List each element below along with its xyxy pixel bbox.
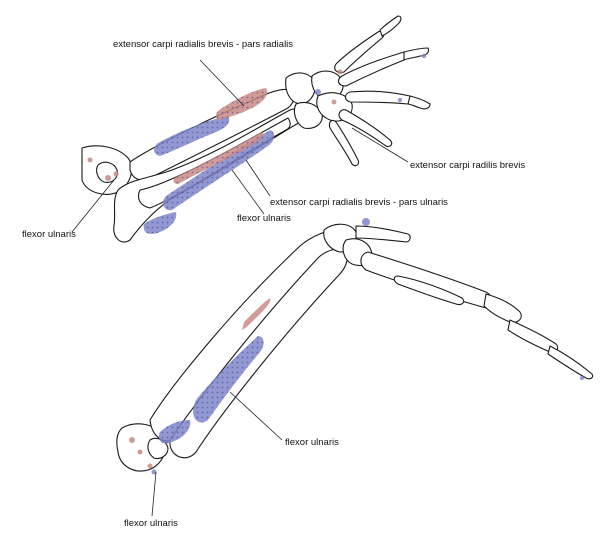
label-flexor-ulnaris-upper-left: flexor ulnaris [22,229,76,240]
upper-forearm-view [81,15,431,243]
leader-flexor-ulnaris-lower-left [151,471,157,517]
carpal-block-1 [285,72,316,105]
humerus-condyle [96,161,118,183]
elbow-attachment-dot-3 [87,157,93,163]
label-ecrb-distal: extensor carpi radilis brevis [410,160,525,171]
lower-digit-blue-dot [580,376,584,380]
labels: extensor carpi radialis brevis - pars ra… [22,39,525,529]
digit-attachment-blue-2 [421,53,427,59]
ecrb-pars-ulnaris-dots [173,132,264,184]
lower-digit-segment-2 [547,345,594,380]
digit-4 [338,109,393,148]
digit-2-tip [403,47,430,61]
flexor-ulnaris-dots-lower-2 [158,420,191,444]
leader-flexor-ulnaris-lower-mid [229,391,283,441]
label-ecrb-pars-radialis: extensor carpi radialis brevis - pars ra… [113,39,293,50]
digit-attachment-blue-1 [397,97,403,103]
flexor-ulnaris-dots-lower [193,336,264,423]
label-flexor-ulnaris-upper-mid: flexor ulnaris [237,213,291,224]
lower-forearm-view [116,218,594,475]
elbow-attachment-dot-2 [113,171,119,177]
flexor-ulnaris-dots-upper-2 [163,130,275,211]
lower-elbow-red-dot-3 [147,463,153,469]
leader-lines [71,59,409,517]
lower-elbow-red-dot-1 [129,437,135,443]
flexor-ulnaris-dots-upper-3 [143,212,177,234]
leader-ecrb-pars-ulnaris [245,159,271,197]
label-flexor-ulnaris-lower-left: flexor ulnaris [124,518,178,529]
label-ecrb-pars-ulnaris: extensor carpi radialis brevis - pars ul… [270,197,448,208]
lower-elbow-blue-dot [151,469,157,475]
elbow-attachment-dot-1 [105,175,111,181]
wrist-attachment-red-2 [331,99,337,105]
label-flexor-ulnaris-lower-mid: flexor ulnaris [285,437,339,448]
lower-hand-inner-oval [393,275,465,306]
leader-flexor-ulnaris-upper-mid [231,169,265,215]
lower-hand-bone-2 [483,293,522,323]
wrist-attachment-blue-1 [315,89,321,95]
lower-hand-bone-1 [360,251,493,309]
carpal-block-2 [293,101,323,129]
wrist-attachment-red-1 [337,69,343,75]
lower-red-streak [242,298,271,330]
lower-metacarpal [355,225,411,243]
leader-ecrb-distal [351,127,409,163]
lower-elbow-red-dot-2 [137,449,143,455]
lower-wrist-blue-dot [362,218,370,226]
radius-lower [149,231,339,442]
digit-5 [328,119,360,167]
digit-1-tip [379,15,402,37]
leader-ecrb-pars-radialis [199,59,245,107]
digit-3 [344,90,413,105]
digit-3-tip [407,95,431,110]
leader-flexor-ulnaris-upper-left [71,179,115,233]
flexor-ulnaris-dots-upper-1 [154,116,230,156]
